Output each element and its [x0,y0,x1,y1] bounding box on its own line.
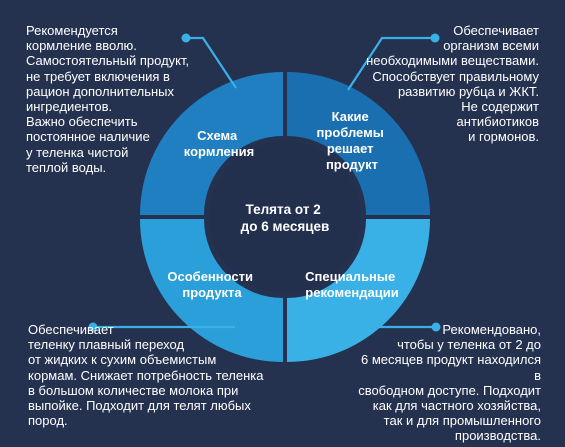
connector-dot-bottom-right [431,322,441,332]
segment-problems-solved [287,72,430,215]
segment-label-feeding-scheme: Схема кормления [184,128,254,159]
note-special-recommendations: Рекомендовано, чтобы у теленка от 2 до 6… [358,322,541,444]
connector-top-right [347,36,435,91]
connector-dot-top-left [181,33,191,43]
connector-bottom-right [347,318,436,329]
connector-top-left [186,36,237,89]
segment-label-product-features: Особенности продукта [167,269,256,300]
connector-dot-bottom-left [88,322,98,332]
segment-label-problems-solved: Какие проблемы решает продукт [317,109,388,172]
segment-product-features [140,219,283,362]
center-circle [209,141,361,293]
note-product-features: Обеспечивает теленку плавный переход от … [28,322,264,429]
connector-lines [93,36,436,329]
segment-special-recommendations [287,219,430,362]
connector-dot-top-right [430,33,440,43]
note-problems-solved: Обеспечивает организм всеми необходимыми… [366,23,539,145]
segment-label-special-recommendations: Специальные рекомендации [305,269,399,300]
note-feeding-scheme: Рекомендуется кормление вволю. Самостоят… [26,23,190,175]
center-label: Телята от 2 до 6 месяцев [241,202,330,234]
segment-feeding-scheme [140,72,283,215]
